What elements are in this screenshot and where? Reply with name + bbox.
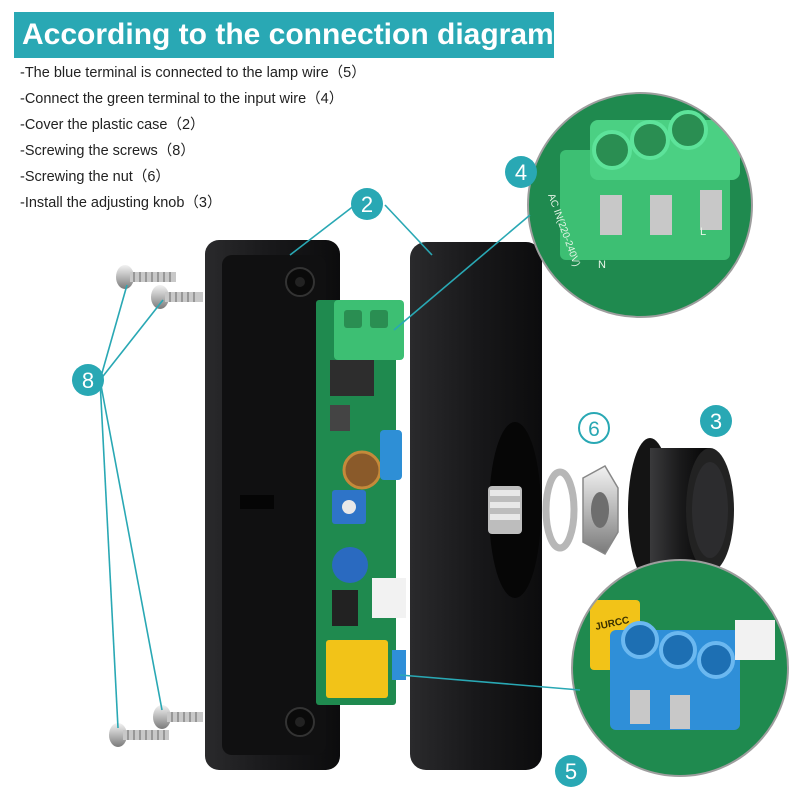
screw-bottom-2: [109, 723, 169, 747]
case-front-cover: [410, 242, 542, 770]
instruction-step-2: -Connect the green terminal to the input…: [20, 91, 344, 107]
instruction-step-4: -Screwing the screws（8）: [20, 143, 195, 159]
callout-knob-label: 3: [710, 409, 722, 434]
adjusting-knob: [628, 438, 734, 582]
green-terminal-n-label: N: [598, 259, 606, 271]
instruction-list: -The blue terminal is connected to the l…: [20, 60, 366, 216]
callout-nut-label: 6: [588, 418, 600, 441]
blue-terminal-zoom: JURCC: [571, 559, 789, 777]
screw-bottom-1: [153, 705, 203, 729]
callout-case: 2: [351, 188, 383, 220]
callout-knob: 3: [700, 405, 732, 437]
pcb-board: [316, 300, 406, 705]
instruction-step-3: -Cover the plastic case（2）: [20, 117, 205, 133]
green-terminal-zoom: AC IN(220-240V) N L: [527, 92, 753, 318]
callout-nut: 6: [578, 412, 610, 444]
callout-screws-label: 8: [82, 368, 94, 393]
instruction-step-6: -Install the adjusting knob（3）: [20, 195, 222, 211]
instruction-step-1: -The blue terminal is connected to the l…: [20, 65, 366, 81]
callout-case-label: 2: [361, 192, 373, 217]
leader-lines: [99, 204, 581, 729]
callout-blue-terminal-label: 5: [565, 759, 577, 784]
callout-blue-terminal: 5: [555, 755, 587, 787]
case-back-half: [205, 240, 340, 770]
screw-top-2: [151, 285, 203, 309]
washer: [542, 468, 578, 552]
diagram-title: According to the connection diagram: [14, 12, 554, 58]
callout-screws: 8: [72, 364, 104, 396]
instruction-step-5: -Screwing the nut（6）: [20, 169, 170, 185]
screw-top-1: [116, 265, 176, 289]
callout-green-terminal: 4: [505, 156, 537, 188]
nut: [582, 464, 619, 556]
callout-green-terminal-label: 4: [515, 160, 527, 185]
green-terminal-l-label: L: [700, 226, 706, 238]
